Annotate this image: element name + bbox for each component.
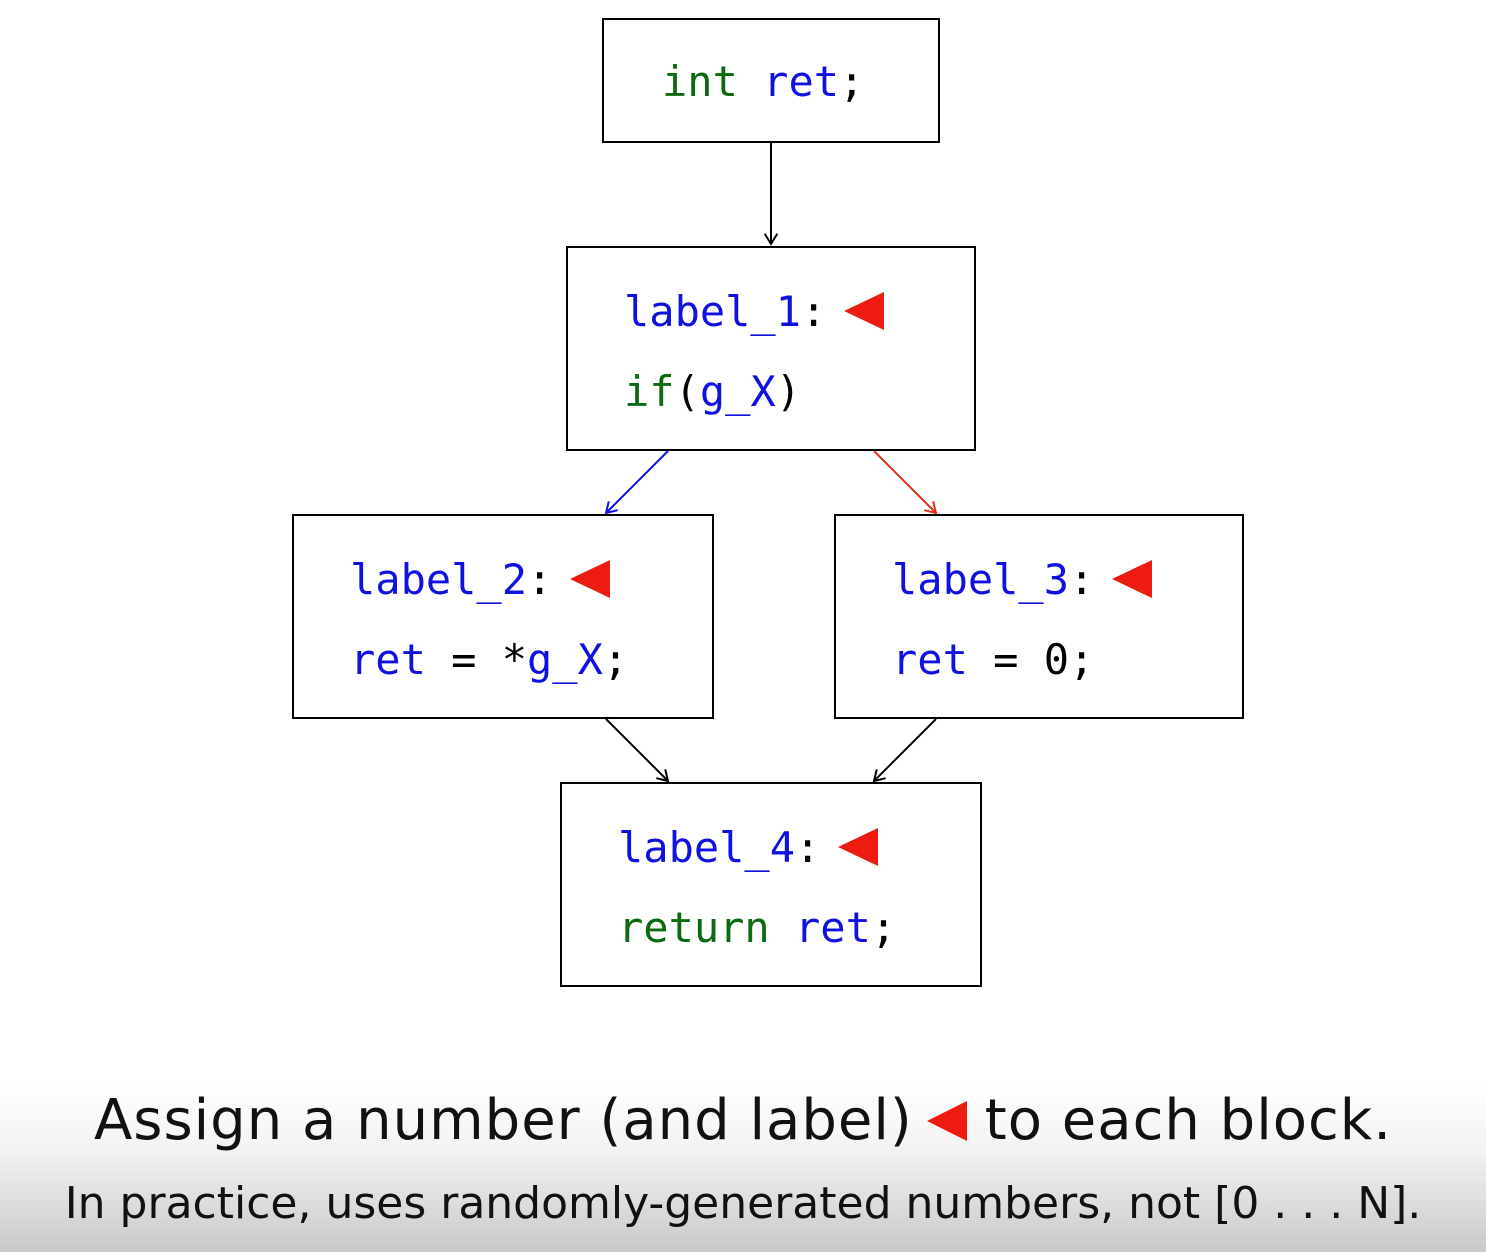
code-punctuation: ( bbox=[674, 367, 700, 416]
code-punctuation bbox=[738, 57, 763, 106]
code-line-1: int ret; bbox=[662, 42, 938, 122]
arrowhead-icon bbox=[872, 769, 886, 783]
code-identifier: label_2 bbox=[350, 555, 528, 604]
code-punctuation: ; bbox=[602, 635, 629, 684]
code-keyword: return bbox=[618, 903, 770, 952]
code-punctuation: : bbox=[1069, 555, 1095, 604]
code-identifier: label_3 bbox=[892, 555, 1070, 604]
code-punctuation: : bbox=[801, 287, 827, 336]
code-identifier: ret bbox=[763, 57, 840, 106]
code-identifier: g_X bbox=[699, 367, 776, 416]
code-punctuation: ; bbox=[839, 57, 865, 106]
edge-line bbox=[873, 718, 937, 782]
code-punctuation: ) bbox=[775, 367, 802, 416]
arrowhead-icon bbox=[656, 769, 670, 783]
code-identifier: label_4 bbox=[618, 823, 796, 872]
label-marker-icon bbox=[838, 827, 879, 866]
code-punctuation: = * bbox=[425, 635, 528, 684]
subcaption: In practice, uses randomly-generated num… bbox=[64, 1178, 1422, 1229]
code-identifier: label_1 bbox=[624, 287, 802, 336]
code-line: ret = *g_X; bbox=[350, 620, 712, 700]
block-label-4: label_4: return ret; bbox=[560, 782, 982, 987]
edge-line bbox=[605, 718, 669, 782]
arrowhead-icon bbox=[604, 501, 618, 515]
caption-text-after: to each block. bbox=[984, 1088, 1393, 1153]
code-punctuation: : bbox=[795, 823, 821, 872]
code-keyword: if bbox=[624, 367, 675, 416]
code-punctuation: = 0; bbox=[967, 635, 1095, 684]
caption-text-before: Assign a number (and label) bbox=[93, 1088, 913, 1153]
code-line: if(g_X) bbox=[624, 352, 974, 432]
block-label-2: label_2: ret = *g_X; bbox=[292, 514, 714, 719]
edge-line bbox=[605, 450, 669, 514]
caption: Assign a number (and label) to each block… bbox=[0, 1088, 1486, 1153]
label-marker-icon bbox=[570, 559, 611, 598]
label-marker-icon bbox=[926, 1100, 967, 1141]
code-identifier: g_X bbox=[527, 635, 603, 684]
edge-line bbox=[873, 450, 937, 514]
caption-bar bbox=[0, 1080, 1486, 1252]
code-punctuation: : bbox=[527, 555, 553, 604]
code-line: return ret; bbox=[618, 888, 980, 968]
arrowhead-icon bbox=[924, 501, 938, 515]
arrowhead-icon bbox=[763, 233, 779, 246]
code-identifier: ret bbox=[892, 635, 968, 684]
label-line: label_1: bbox=[624, 272, 974, 352]
label-line: label_3: bbox=[892, 540, 1242, 620]
label-marker-icon bbox=[1112, 559, 1153, 598]
block-label-1: label_1: if(g_X) bbox=[566, 246, 976, 451]
label-marker-icon bbox=[844, 291, 885, 330]
label-line: label_2: bbox=[350, 540, 712, 620]
label-line: label_4: bbox=[618, 808, 980, 888]
code-line: ret = 0; bbox=[892, 620, 1242, 700]
code-identifier: ret bbox=[350, 635, 426, 684]
block-entry: int ret; bbox=[602, 18, 940, 143]
code-punctuation bbox=[770, 903, 795, 952]
block-label-3: label_3: ret = 0; bbox=[834, 514, 1244, 719]
code-punctuation: ; bbox=[870, 903, 897, 952]
code-keyword: int bbox=[662, 57, 738, 106]
code-identifier: ret bbox=[795, 903, 871, 952]
